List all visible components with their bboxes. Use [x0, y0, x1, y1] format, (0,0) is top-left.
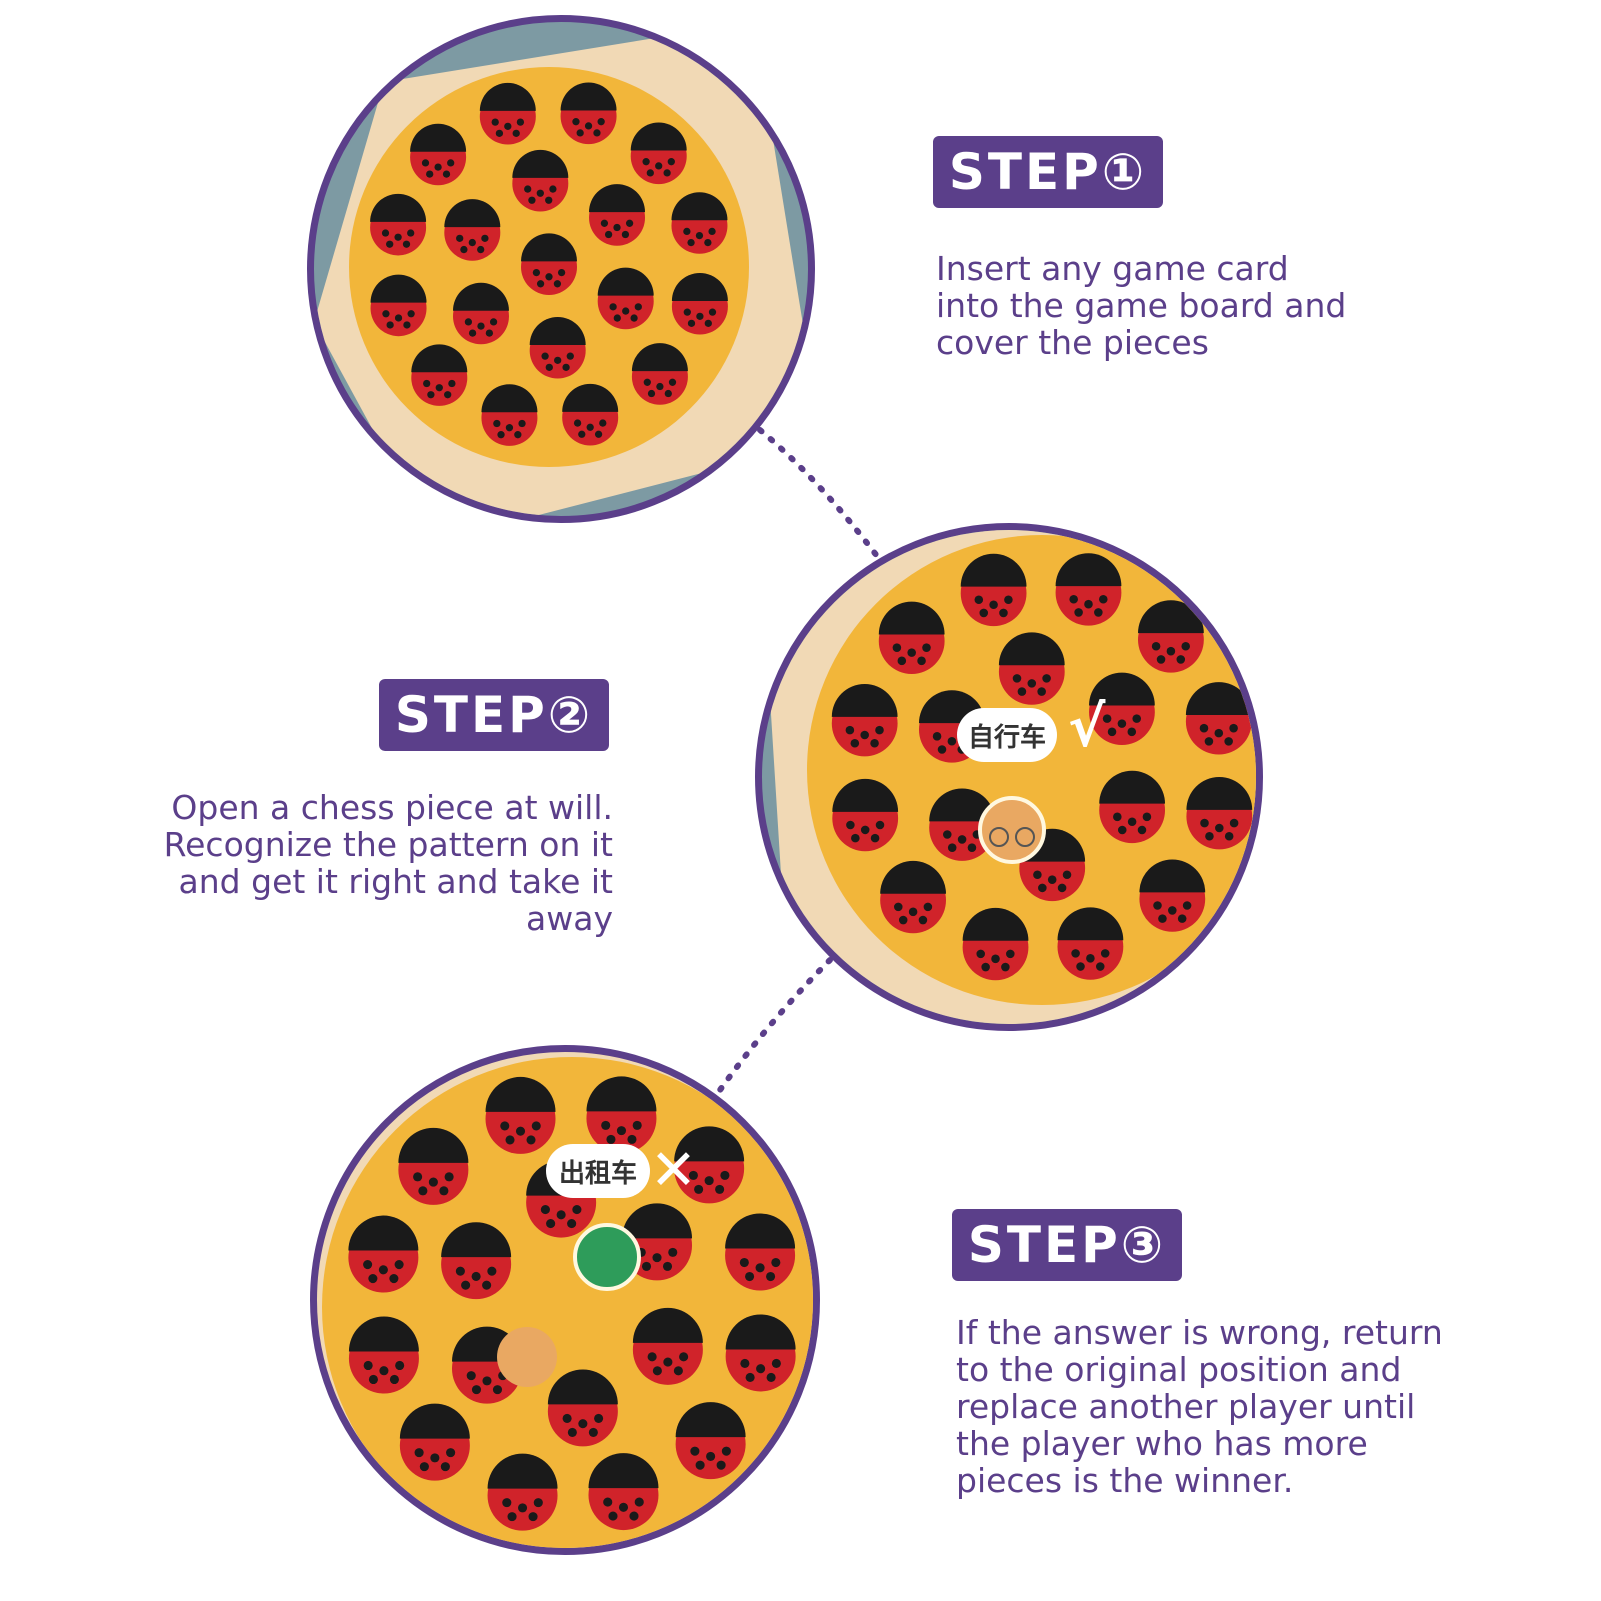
- ladybug-piece: [1055, 553, 1122, 626]
- step3-line: If the answer is wrong, return: [956, 1313, 1443, 1352]
- ladybug-piece: [444, 199, 501, 261]
- ladybug-piece: [878, 601, 945, 674]
- ladybug-piece: [1099, 770, 1166, 844]
- cross-mark-icon: ✕: [650, 1138, 697, 1203]
- ladybug-piece: [1186, 777, 1253, 850]
- ladybug-piece: [880, 860, 946, 934]
- step3-line: the player who has more: [956, 1424, 1368, 1463]
- ladybug-piece: [632, 1307, 703, 1385]
- step2-board-photo: [755, 523, 1263, 1031]
- ladybug-piece: [674, 1126, 745, 1204]
- ladybug-piece: [589, 184, 646, 246]
- ladybug-piece: [481, 384, 538, 446]
- ladybug-piece: [630, 122, 687, 185]
- ladybug-piece: [441, 1222, 512, 1300]
- step2-line: away: [526, 899, 613, 938]
- ladybug-piece: [547, 1369, 618, 1447]
- ladybug-piece: [588, 1453, 659, 1531]
- step2-line: and get it right and take it: [178, 862, 613, 901]
- step2-badge: STEP②: [379, 679, 609, 751]
- ladybug-piece: [1089, 672, 1155, 745]
- ladybug-piece: [1185, 682, 1252, 755]
- ladybug-piece: [586, 1076, 657, 1154]
- board-illustration: [314, 22, 808, 516]
- ladybug-piece: [410, 123, 467, 186]
- step3-line: pieces is the winner.: [956, 1461, 1294, 1500]
- ladybug-piece: [631, 343, 688, 405]
- ladybug-piece: [529, 316, 586, 379]
- ladybug-piece: [998, 632, 1065, 705]
- ladybug-piece: [521, 233, 577, 295]
- ladybug-piece: [671, 192, 728, 254]
- step3-line: replace another player until: [956, 1387, 1416, 1426]
- ladybug-piece: [962, 907, 1029, 981]
- step1-line: cover the pieces: [936, 323, 1209, 362]
- ladybug-piece: [831, 684, 898, 757]
- board-illustration: [322, 1057, 813, 1548]
- ladybug-piece: [675, 1402, 746, 1480]
- step1-description: Insert any game card into the game board…: [936, 250, 1346, 361]
- ladybug-piece: [725, 1213, 796, 1291]
- ladybug-piece: [597, 267, 654, 330]
- ladybug-piece: [960, 553, 1027, 627]
- step2-line: Recognize the pattern on it: [163, 825, 613, 864]
- ladybug-piece: [370, 274, 427, 337]
- ladybug-piece: [479, 82, 536, 145]
- step1-line: Insert any game card: [936, 249, 1289, 288]
- ladybug-piece: [929, 788, 995, 861]
- ladybug-piece: [452, 282, 509, 345]
- board-illustration: [762, 530, 1256, 1024]
- step1-board-photo: [307, 15, 815, 523]
- ladybug-piece: [399, 1403, 470, 1481]
- ladybug-piece: [1139, 859, 1206, 932]
- ladybug-piece: [622, 1203, 693, 1281]
- ladybug-piece: [1138, 600, 1204, 673]
- ladybug-piece: [398, 1127, 469, 1205]
- step2-line: Open a chess piece at will.: [171, 788, 613, 827]
- ladybug-piece: [725, 1314, 796, 1392]
- step3-board-photo: [310, 1045, 820, 1555]
- ladybug-piece: [487, 1453, 558, 1531]
- ladybug-piece: [485, 1076, 556, 1154]
- ladybug-piece: [370, 193, 427, 256]
- step3-line: to the original position and: [956, 1350, 1402, 1389]
- ladybug-piece: [562, 383, 619, 446]
- step3-badge: STEP③: [952, 1209, 1182, 1281]
- ladybug-piece: [671, 272, 728, 335]
- step1-badge: STEP①: [933, 136, 1163, 208]
- step1-line: into the game board and: [936, 286, 1347, 325]
- step3-description: If the answer is wrong, return to the or…: [956, 1314, 1443, 1499]
- step2-description: Open a chess piece at will. Recognize th…: [160, 789, 613, 937]
- answer-bubble-correct: 自行车: [957, 708, 1057, 762]
- ladybug-piece: [348, 1215, 419, 1293]
- ladybug-piece: [348, 1316, 419, 1394]
- ladybug-piece: [560, 82, 617, 145]
- answer-bubble-wrong: 出租车: [546, 1144, 650, 1198]
- ladybug-piece: [832, 778, 899, 852]
- ladybug-piece: [512, 149, 569, 212]
- check-mark-icon: √: [1068, 695, 1106, 760]
- ladybug-piece: [411, 344, 468, 406]
- ladybug-piece: [1057, 907, 1124, 980]
